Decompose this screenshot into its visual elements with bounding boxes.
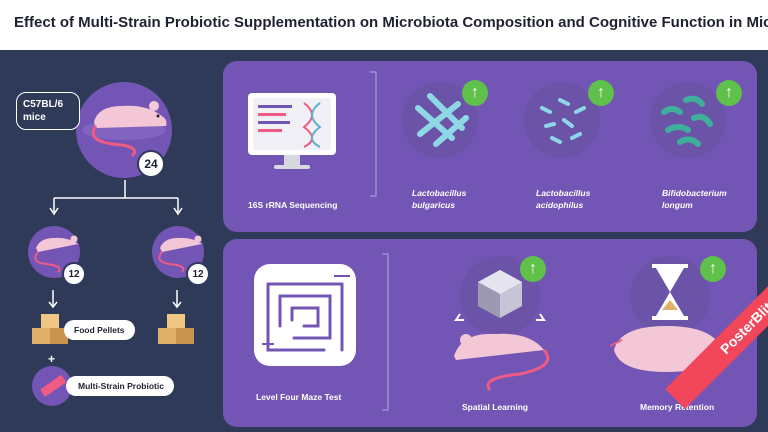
curved-bacteria-icon	[650, 82, 726, 158]
bacteria-1-name-line2: bulgaricus	[412, 200, 455, 210]
increase-arrow-icon: ↑	[588, 80, 614, 106]
increase-arrow-icon: ↑	[520, 256, 546, 282]
spatial-learning-illustration	[454, 256, 550, 391]
probiotic-label: Multi-Strain Probiotic	[66, 376, 174, 396]
bacteria-3-name-line1: Bifidobacterium	[662, 188, 727, 198]
increase-arrow-icon: ↑	[462, 80, 488, 106]
spatial-learning-label: Spatial Learning	[462, 402, 529, 412]
maze-test-label: Level Four Maze Test	[256, 392, 342, 402]
rod-bacteria-icon	[402, 82, 478, 158]
bacteria-3-name-line2: longum	[662, 200, 693, 210]
plus-sign: +	[48, 352, 56, 366]
food-pellets-icon	[32, 314, 68, 344]
split-connector	[49, 180, 183, 216]
food-pellets-label: Food Pellets	[64, 320, 135, 340]
memory-retention-label: Memory Retention	[640, 402, 715, 412]
bracket-divider	[370, 71, 377, 197]
increase-arrow-icon: ↑	[700, 256, 726, 282]
total-count-badge: 24	[137, 150, 165, 178]
group-b-count-badge: 12	[186, 262, 210, 286]
page-title: Effect of Multi-Strain Probiotic Supplem…	[14, 14, 768, 31]
probiotic-syringe-icon	[32, 366, 72, 406]
maze-icon	[254, 264, 356, 366]
arrow-down-icon	[48, 290, 58, 309]
group-a-count-badge: 12	[62, 262, 86, 286]
increase-arrow-icon: ↑	[716, 80, 742, 106]
bacteria-1-name-line1: Lactobacillus	[412, 188, 467, 198]
mouse-strain-label: C57BL/6 mice	[16, 92, 80, 130]
bacteria-2-name-line1: Lactobacillus	[536, 188, 591, 198]
bracket-divider	[382, 253, 389, 411]
header: Effect of Multi-Strain Probiotic Supplem…	[0, 0, 768, 50]
bacteria-2-name-line2: acidophilus	[536, 200, 584, 210]
food-pellets-icon	[158, 314, 194, 344]
sequencing-label: 16S rRNA Sequencing	[248, 200, 338, 210]
arrow-down-icon	[172, 290, 182, 309]
main-mouse-illustration	[76, 82, 172, 178]
rod-bacteria-icon	[524, 82, 600, 158]
computer-monitor-icon	[248, 93, 336, 169]
